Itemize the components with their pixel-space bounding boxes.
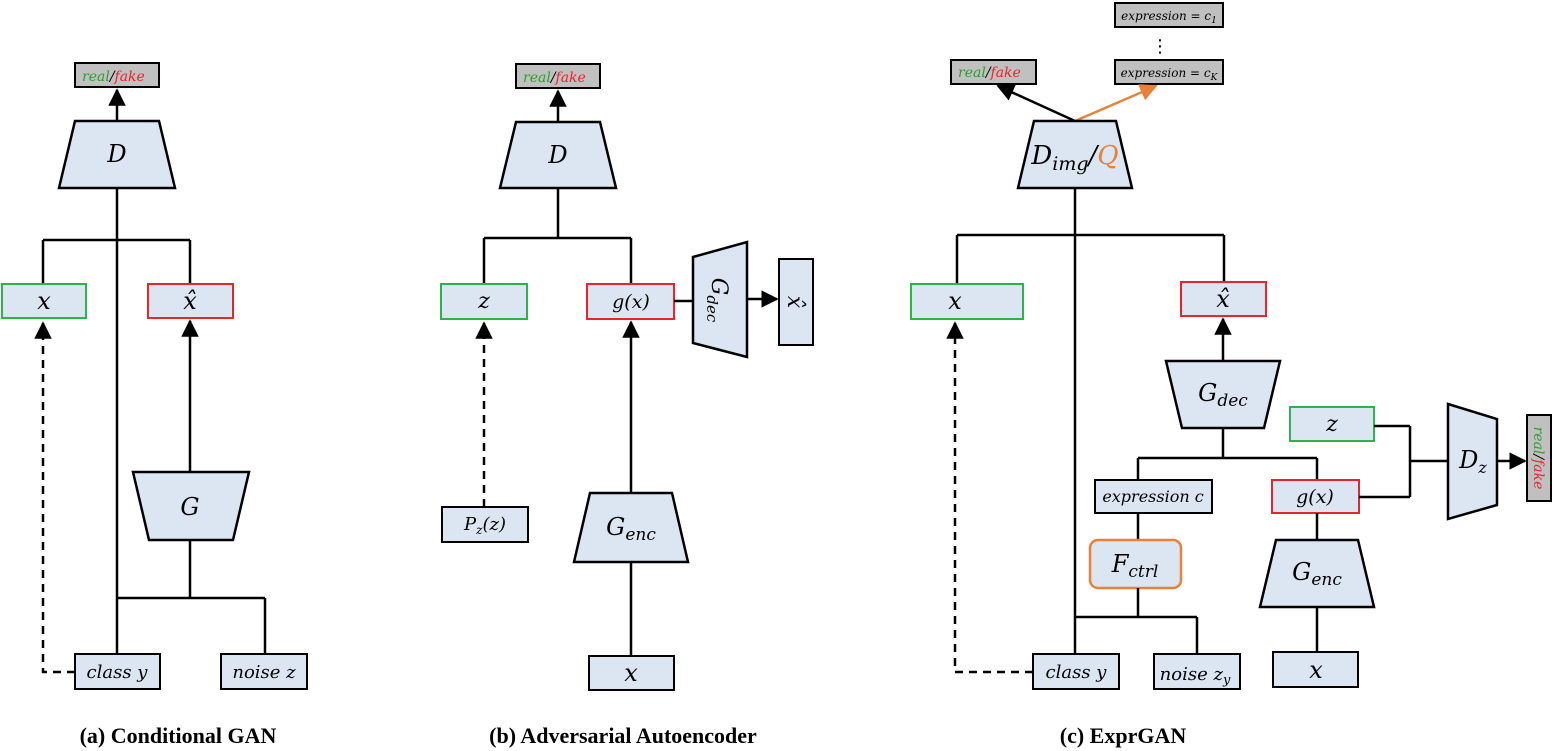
- a-fake-xhat-box: [147, 283, 234, 319]
- b-decoder: [691, 240, 749, 359]
- a-xhat-label: x̂: [183, 287, 197, 315]
- b-pz-box: [441, 506, 529, 543]
- b-xhat-label: x̂: [782, 296, 807, 309]
- panel-a: [1, 62, 308, 690]
- c-image-discriminator: [1016, 119, 1134, 190]
- c-expression-c1-tag: [1114, 2, 1224, 28]
- c-noise-label: noise zy: [1160, 664, 1231, 688]
- c-expression-c-label: expression c: [1102, 487, 1203, 506]
- a-real-x-box: [1, 283, 87, 319]
- c-x-label: x: [948, 287, 962, 315]
- c-fctrl-box: [1088, 538, 1183, 590]
- a-g-label: G: [180, 493, 199, 521]
- b-caption: (b) Adversarial Autoencoder: [489, 723, 757, 748]
- b-realfake-tag: [515, 63, 601, 89]
- c-gx-box: [1271, 479, 1360, 514]
- c-dots-label: ⋮: [1151, 36, 1169, 57]
- b-genc-label: Genc: [606, 513, 656, 545]
- a-x-label: x: [37, 287, 51, 315]
- b-gx-label: g(x): [612, 291, 650, 313]
- c-latent-discriminator: [1446, 402, 1499, 521]
- a-class-y-box: [74, 653, 161, 690]
- c-dz-label: Dz: [1458, 446, 1487, 477]
- c-exprK-label: expression = cK: [1121, 66, 1219, 83]
- panel-a-labels: real/fake D x x̂ G class y noise z (a) C…: [37, 69, 296, 748]
- a-realfake-tag: [74, 62, 160, 88]
- c-class-y-box: [1032, 653, 1120, 690]
- c-class-label: class y: [1046, 662, 1108, 683]
- a-caption: (a) Conditional GAN: [80, 723, 277, 748]
- c-expression-c-box: [1094, 479, 1213, 514]
- b-xhat-box: [778, 258, 814, 346]
- b-z-label: z: [477, 289, 490, 314]
- c-genc-label: Genc: [1292, 558, 1342, 590]
- b-d-label: D: [547, 141, 567, 169]
- b-gdec-label: Gdec: [703, 278, 731, 323]
- b-encoder: [572, 491, 690, 564]
- a-noise-z-box: [220, 653, 308, 690]
- panel-c: [910, 2, 1552, 690]
- b-discriminator: [498, 120, 618, 190]
- c-dz-realfake-label: real/fake: [1530, 427, 1546, 490]
- a-discriminator: [57, 119, 177, 190]
- c-real-label: real/fake: [958, 65, 1021, 81]
- a-real-label: real/fake: [82, 69, 145, 85]
- b-real-label: real/fake: [523, 70, 586, 86]
- a-generator: [131, 470, 251, 542]
- b-x-label: x: [624, 659, 638, 687]
- c-gx-label: g(x): [1296, 486, 1334, 508]
- c-fake-xhat-box: [1180, 281, 1267, 317]
- a-d-label: D: [106, 140, 126, 168]
- c-xhat-label: x̂: [1216, 285, 1230, 313]
- c-x-bottom-label: x: [1309, 656, 1323, 684]
- c-noise-zy-box: [1153, 653, 1241, 690]
- b-gx-box: [586, 283, 675, 320]
- panel-b: [440, 63, 814, 691]
- c-z-label: z: [1325, 412, 1338, 437]
- c-real-x-box: [910, 283, 1024, 320]
- c-dz-realfake-tag: [1526, 414, 1552, 502]
- c-z-box: [1289, 406, 1375, 442]
- a-class-label: class y: [87, 662, 149, 683]
- c-expression-cK-tag: [1114, 59, 1224, 85]
- c-encoder: [1258, 538, 1376, 609]
- b-x-box: [588, 655, 675, 691]
- c-gdec-label: Gdec: [1198, 379, 1248, 411]
- b-pz-label: Pz(z): [463, 514, 506, 537]
- c-expr1-label: expression = c1: [1121, 9, 1217, 26]
- c-caption: (c) ExprGAN: [1060, 723, 1187, 748]
- panel-c-labels: real/fake expression = c1 ⋮ expression =…: [948, 9, 1546, 748]
- c-fctrl-label: Fctrl: [1111, 550, 1159, 582]
- c-realfake-tag: [950, 59, 1037, 85]
- c-decoder: [1164, 359, 1282, 430]
- a-noise-label: noise z: [232, 662, 296, 683]
- c-x-bottom-box: [1272, 651, 1359, 688]
- b-z-box: [440, 283, 528, 320]
- panel-b-labels: real/fake D z g(x) Gdec x̂ Pz(z) Genc x …: [463, 70, 807, 748]
- c-dimg-q-label: Dimg/Q: [1030, 141, 1118, 175]
